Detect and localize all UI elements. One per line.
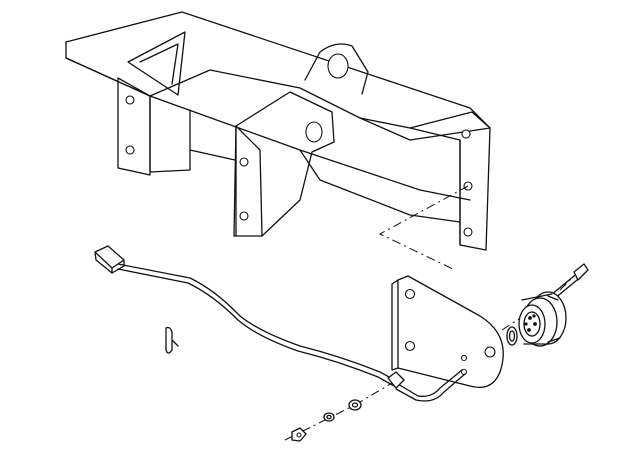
small-hole bbox=[460, 354, 468, 362]
socket-mount-hole bbox=[484, 346, 496, 358]
harness-plug bbox=[94, 245, 125, 274]
frame-bolt-hole bbox=[239, 157, 249, 167]
frame-bolt-hole bbox=[461, 129, 471, 139]
plate-mount-hole bbox=[404, 340, 416, 352]
mounting-bracket-plate bbox=[391, 275, 504, 389]
cotter-pin bbox=[165, 326, 179, 354]
washer bbox=[348, 399, 362, 411]
frame-bolt-hole bbox=[463, 227, 473, 237]
frame-bolt-hole bbox=[125, 95, 135, 105]
nut bbox=[291, 427, 307, 442]
socket-gasket bbox=[506, 326, 518, 346]
harness-clip bbox=[387, 371, 405, 389]
lifting-eye-hole bbox=[327, 53, 349, 79]
frame-bolt-hole bbox=[125, 145, 135, 155]
plate-mount-hole bbox=[404, 288, 416, 300]
lock-washer bbox=[323, 412, 335, 422]
frame-bolt-hole bbox=[239, 211, 249, 221]
wiring-harness bbox=[117, 263, 466, 402]
mounting-frame bbox=[65, 11, 491, 251]
bracket-pivot-hole bbox=[305, 121, 323, 143]
round-connector-socket bbox=[506, 291, 567, 347]
